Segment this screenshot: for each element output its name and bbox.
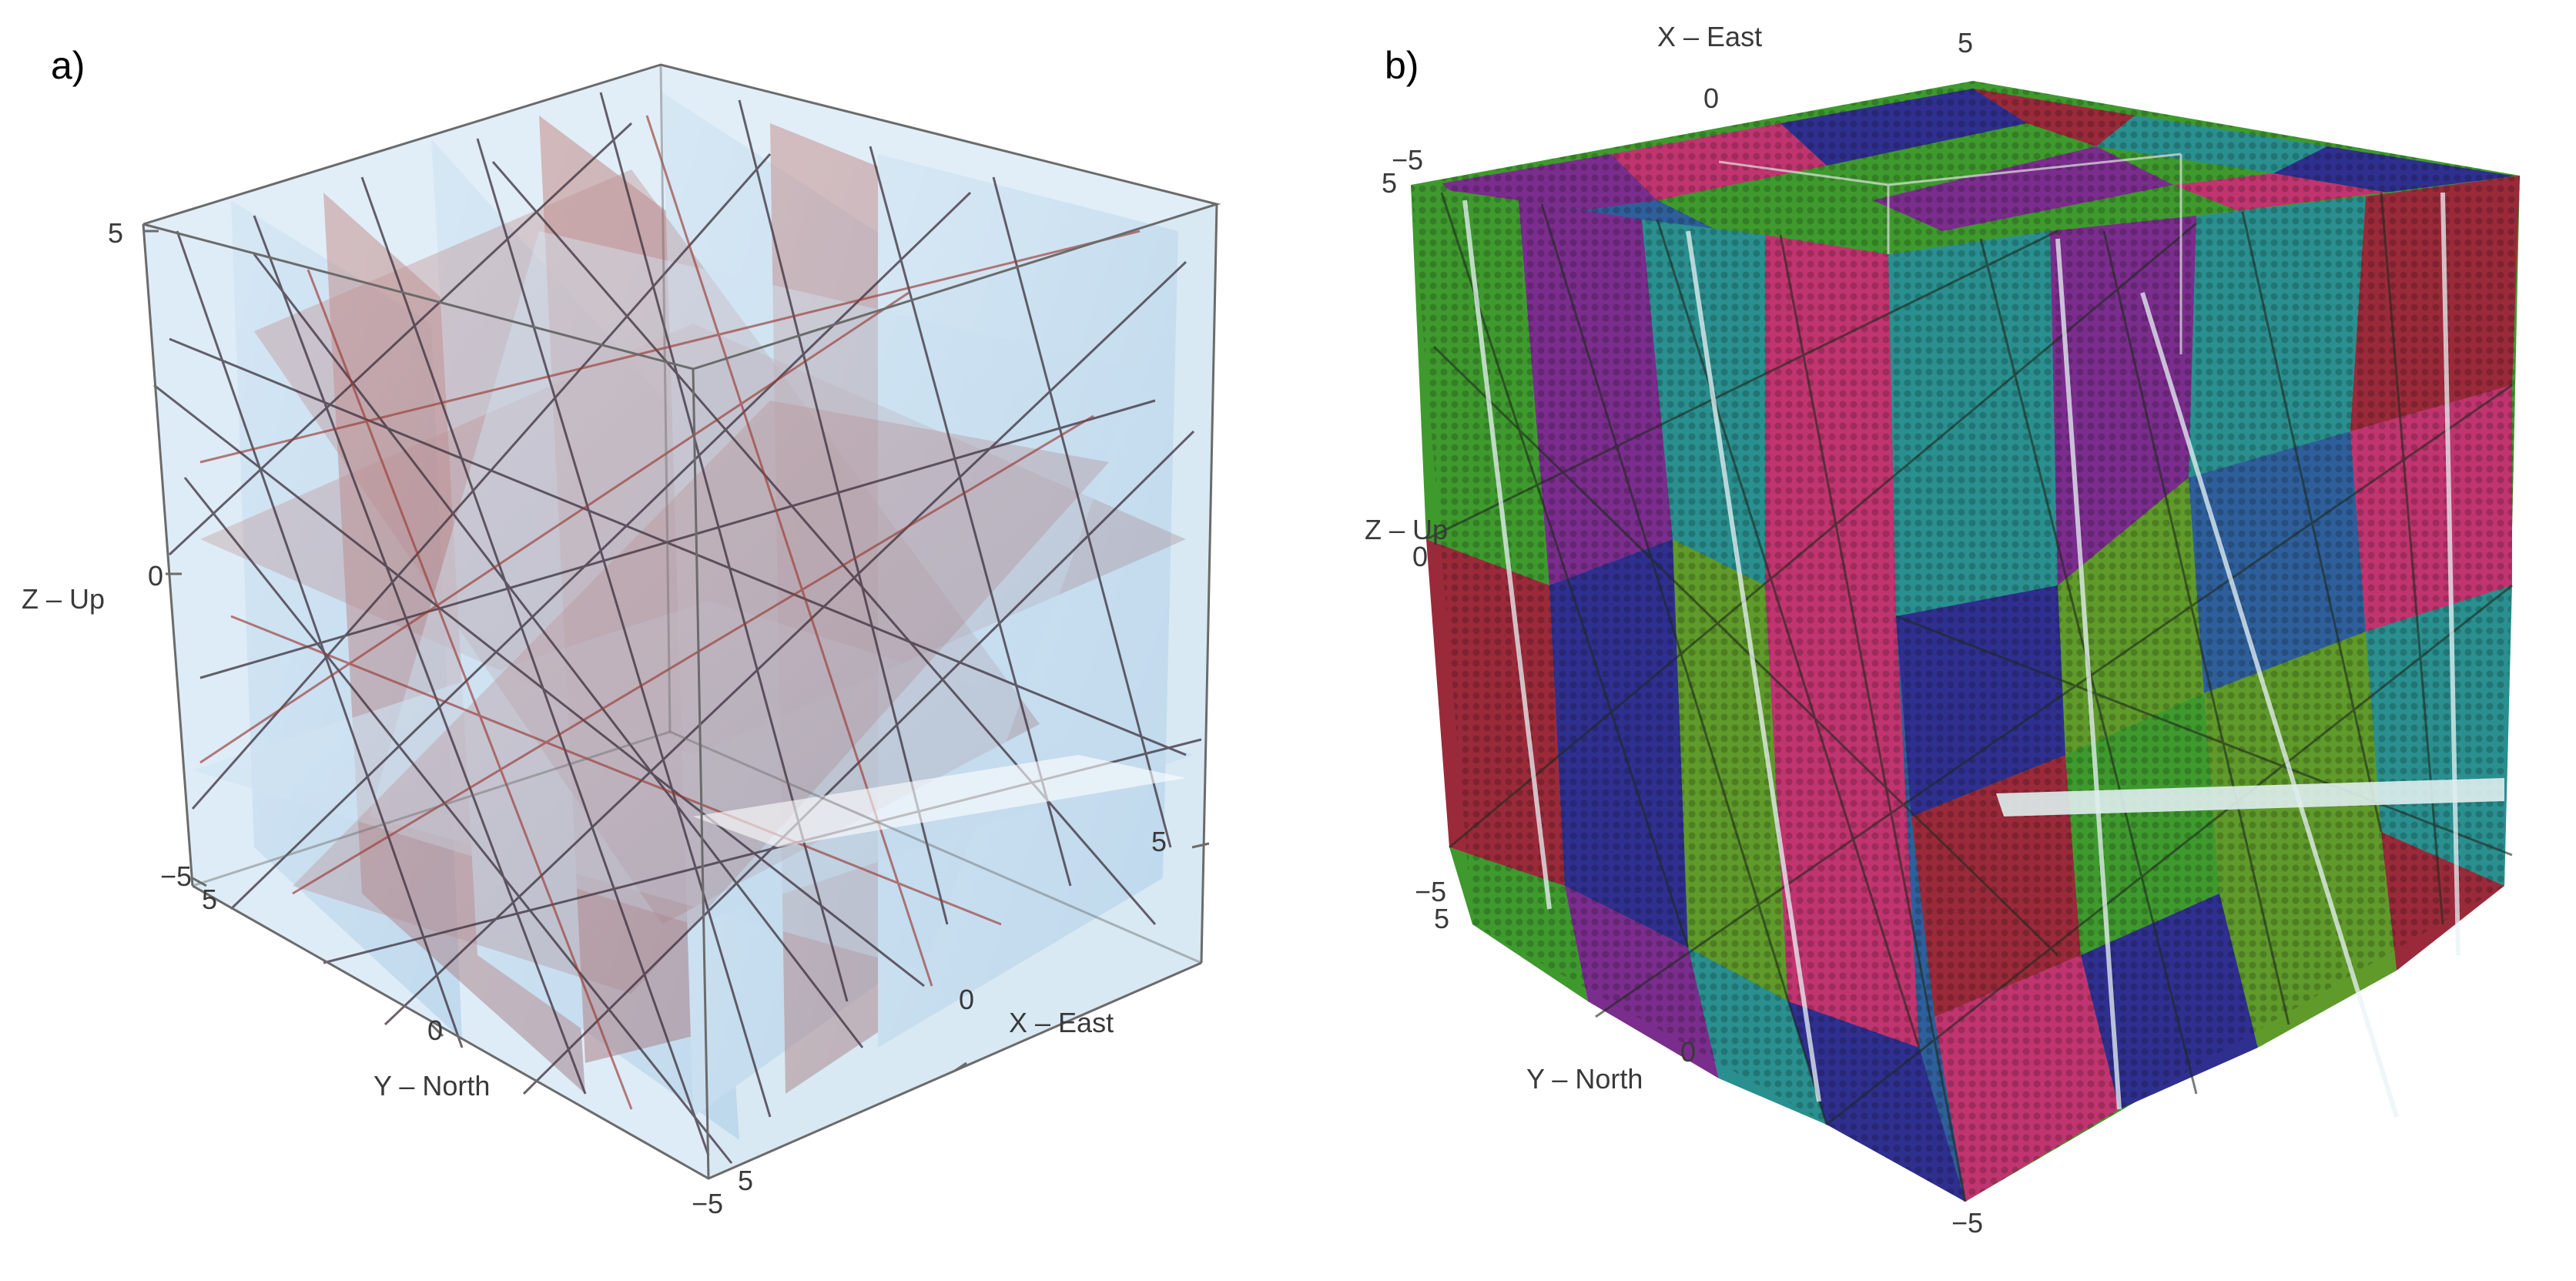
top-tick-neg5: −5 <box>1392 144 1424 176</box>
x-axis-title: X – East <box>1657 21 1763 52</box>
bottom-tick-neg5: −5 <box>1951 1207 1984 1239</box>
z-axis-title: Z – Up <box>1365 514 1449 545</box>
panel-b-label: b) <box>1385 44 1419 87</box>
inner-box-edges <box>1718 153 2182 354</box>
x-tick-zero: 0 <box>959 984 975 1015</box>
cube-box <box>142 63 1221 1180</box>
y-tick-high: 5 <box>1434 903 1450 934</box>
y-tick-low: −5 <box>160 860 193 892</box>
dot-texture <box>1411 81 2520 1202</box>
z-tick-top: 5 <box>108 217 124 249</box>
x-axis-title: X – East <box>1009 1007 1114 1038</box>
z-tick-top: 5 <box>1382 167 1398 199</box>
fracture-lines <box>1425 192 2513 1202</box>
panel-a: a) <box>22 44 1221 1219</box>
y-tick-high: 5 <box>202 884 218 915</box>
z-tick-mid: 0 <box>1412 541 1429 572</box>
panel-a-cube-plot <box>142 63 1221 1180</box>
y-tick-zero: 0 <box>1680 1036 1697 1068</box>
x-tick-high: 5 <box>1151 826 1167 857</box>
y-axis-title: Y – North <box>374 1070 491 1102</box>
z-axis-title: Z – Up <box>22 583 106 615</box>
horizontal-plane <box>1996 778 2504 817</box>
x-tick-zero: 0 <box>1703 82 1720 114</box>
extra-tick-5: 5 <box>738 1165 754 1196</box>
y-tick-zero: 0 <box>427 1014 444 1046</box>
panel-b: b) <box>1288 0 2576 1281</box>
tick-marks <box>143 230 1210 1072</box>
extra-tick-neg5: −5 <box>692 1188 724 1219</box>
panel-b-cube-plot <box>1411 81 2520 1202</box>
y-axis-title: Y – North <box>1526 1063 1643 1095</box>
horizontal-plane <box>693 755 1186 847</box>
z-tick-low: −5 <box>1415 876 1447 907</box>
panel-a-label: a) <box>51 44 85 87</box>
z-tick-mid: 0 <box>148 560 164 592</box>
x-tick-high: 5 <box>1958 27 1974 59</box>
plane-edges-red <box>199 115 1141 1110</box>
white-streaks <box>1462 192 2460 1118</box>
